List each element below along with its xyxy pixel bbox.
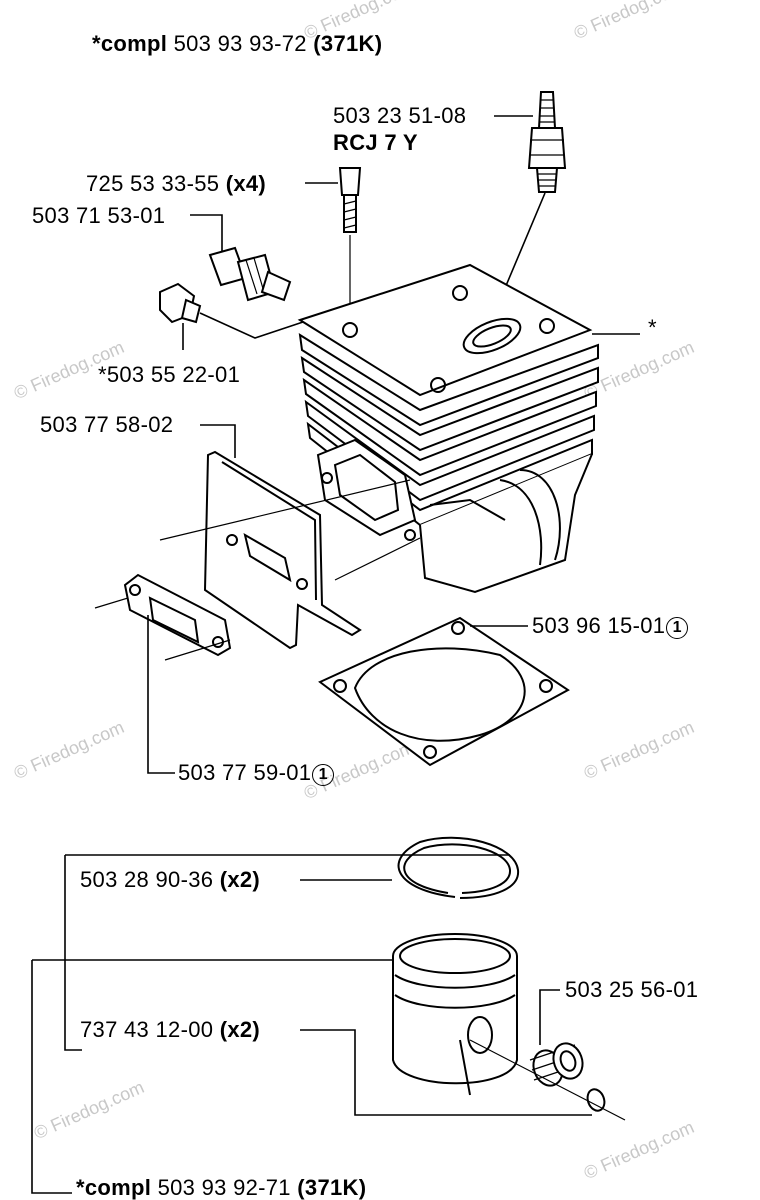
needle-bearing-drawing bbox=[529, 1042, 584, 1087]
quantity: (x4) bbox=[225, 171, 267, 196]
cylinder-drawing bbox=[297, 263, 599, 594]
footnote-mark: 1 bbox=[312, 764, 335, 786]
footer-part-number: 503 93 92-71 bbox=[157, 1175, 291, 1200]
exhaust-gasket-axis bbox=[94, 597, 231, 661]
circlip-drawing bbox=[586, 1088, 606, 1112]
assembly-footer: *compl 503 93 92-71 (371K) bbox=[76, 1176, 366, 1200]
spark-plug-drawing bbox=[527, 91, 567, 193]
piston-ring-label: 503 28 90-36 (x2) bbox=[80, 868, 260, 892]
heat-shield-label: 503 77 58-02 bbox=[40, 413, 173, 437]
leader-heat-shield bbox=[200, 424, 236, 458]
leader-to-cylinder bbox=[199, 312, 316, 339]
part-number: 503 25 56-01 bbox=[565, 977, 699, 1002]
leader-spark-plug-axis bbox=[499, 192, 546, 301]
bolt-drawing bbox=[338, 167, 362, 233]
bracket-piston-ring bbox=[64, 855, 82, 1051]
leader-circlip bbox=[300, 1029, 592, 1116]
part-number: 503 96 15-01 bbox=[532, 613, 666, 638]
part-number: 503 71 53-01 bbox=[32, 203, 166, 228]
plug-screw-label: *503 55 22-01 bbox=[98, 363, 240, 387]
part-number: 725 53 33-55 bbox=[86, 171, 220, 196]
circlip-label: 737 43 12-00 (x2) bbox=[80, 1018, 260, 1042]
part-number: 503 77 58-02 bbox=[40, 412, 174, 437]
footnote-mark: 1 bbox=[666, 617, 689, 639]
decompression-valve-drawing bbox=[208, 246, 292, 302]
header-prefix: *compl bbox=[92, 31, 168, 56]
spark-plug-note: RCJ 7 Y bbox=[333, 130, 418, 155]
leader-needle-bearing bbox=[539, 989, 560, 1045]
part-number: *503 55 22-01 bbox=[98, 362, 241, 387]
quantity: (x2) bbox=[219, 1017, 261, 1042]
decompression-valve-label: 503 71 53-01 bbox=[32, 204, 165, 228]
bolt-label: 725 53 33-55 (x4) bbox=[86, 172, 266, 196]
plug-screw-drawing bbox=[159, 282, 202, 324]
footer-model: (371K) bbox=[297, 1175, 367, 1200]
part-number: 503 23 51-08 bbox=[333, 103, 467, 128]
cylinder-gasket-drawing bbox=[318, 616, 570, 767]
cylinder-mark: * bbox=[648, 315, 657, 340]
piston-ring-drawing bbox=[397, 836, 520, 899]
footer-prefix: *compl bbox=[76, 1175, 152, 1200]
part-number: 503 77 59-01 bbox=[178, 760, 312, 785]
needle-bearing-label: 503 25 56-01 bbox=[565, 978, 698, 1002]
leader-exhaust-gasket bbox=[147, 615, 175, 774]
header-part-number: 503 93 93-72 bbox=[173, 31, 307, 56]
heat-shield-drawing bbox=[203, 450, 362, 650]
header-model: (371K) bbox=[313, 31, 383, 56]
bracket-piston bbox=[31, 960, 72, 1194]
spark-plug-label: 503 23 51-08 bbox=[333, 104, 466, 128]
quantity: (x2) bbox=[219, 867, 261, 892]
piston-drawing bbox=[392, 933, 518, 1096]
part-number: 503 28 90-36 bbox=[80, 867, 214, 892]
piston-pin-axis bbox=[469, 1039, 626, 1121]
heat-shield-axis bbox=[159, 479, 421, 581]
assembly-header: *compl 503 93 93-72 (371K) bbox=[92, 32, 382, 56]
part-number: 737 43 12-00 bbox=[80, 1017, 214, 1042]
leader-decompression-valve bbox=[190, 214, 223, 252]
